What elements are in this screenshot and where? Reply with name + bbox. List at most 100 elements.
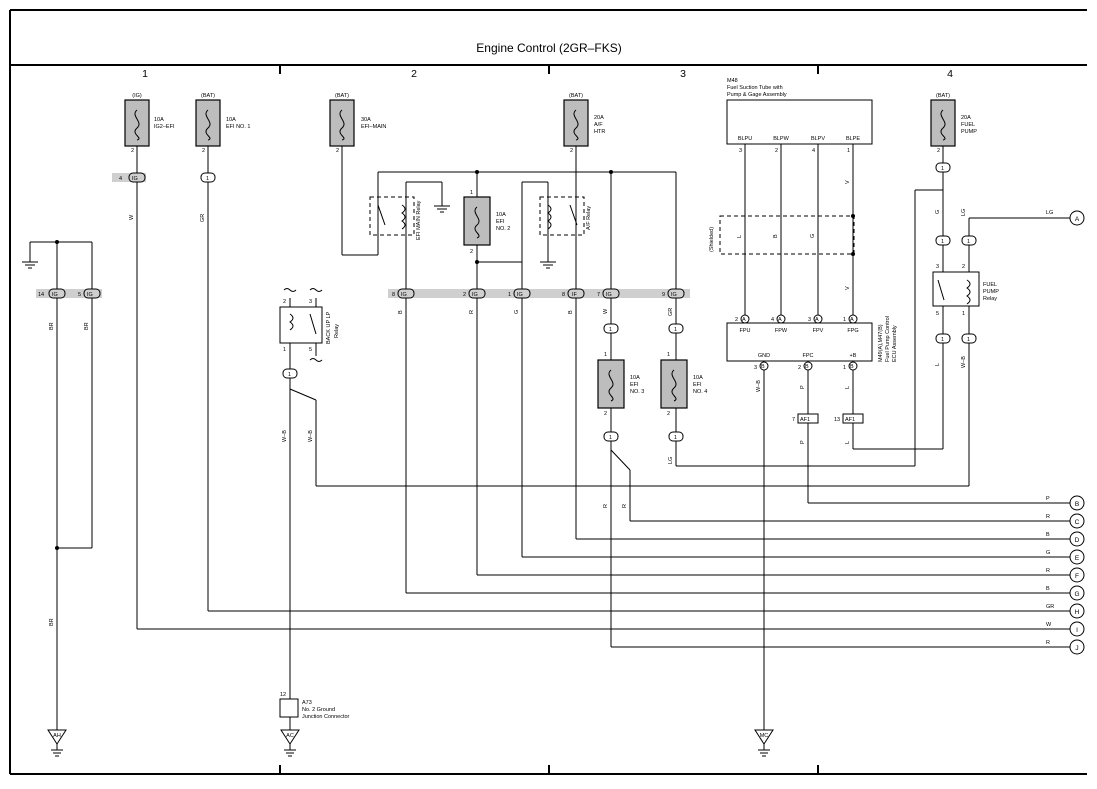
svg-text:A: A xyxy=(850,317,854,323)
wire-color-labels: W GR BR BR BR B R G B W GR R R LG W–B W–… xyxy=(49,180,967,626)
svg-text:GND: GND xyxy=(758,353,770,359)
svg-text:P: P xyxy=(1046,496,1050,502)
svg-text:Fuel Pump Control: Fuel Pump Control xyxy=(885,316,891,362)
svg-text:1: 1 xyxy=(667,352,670,358)
ground-symbol-efi-relay xyxy=(434,205,450,213)
svg-text:AF1: AF1 xyxy=(800,417,810,423)
fuse-fuel-pump: (BAT) 20A FUEL PUMP 2 xyxy=(930,93,977,163)
svg-text:V: V xyxy=(845,180,851,184)
svg-text:1: 1 xyxy=(967,337,970,343)
svg-text:G: G xyxy=(935,210,941,214)
svg-text:IG: IG xyxy=(606,292,612,298)
svg-text:BACK UP LP: BACK UP LP xyxy=(326,311,332,344)
svg-text:W–B: W–B xyxy=(756,380,762,392)
svg-text:FUEL: FUEL xyxy=(961,122,975,128)
svg-text:R: R xyxy=(1046,568,1050,574)
svg-text:MC: MC xyxy=(760,733,769,739)
svg-text:BLPU: BLPU xyxy=(738,136,752,142)
svg-text:EFI: EFI xyxy=(630,382,639,388)
svg-text:14: 14 xyxy=(38,292,44,298)
svg-text:F: F xyxy=(1075,573,1079,580)
svg-text:A: A xyxy=(742,317,746,323)
svg-text:IG2–EFI: IG2–EFI xyxy=(154,124,175,130)
svg-text:L: L xyxy=(845,441,851,444)
svg-text:IG: IG xyxy=(132,176,138,182)
ground-ah: AH xyxy=(47,729,67,757)
svg-text:(BAT): (BAT) xyxy=(201,93,215,99)
svg-text:2: 2 xyxy=(202,148,205,154)
svg-text:ECU Assembly: ECU Assembly xyxy=(892,325,898,362)
svg-text:1: 1 xyxy=(674,435,677,441)
svg-text:R: R xyxy=(469,310,475,314)
svg-text:1: 1 xyxy=(847,148,850,154)
connector-bar-ig-left xyxy=(36,289,102,298)
svg-text:NO. 4: NO. 4 xyxy=(693,389,707,395)
svg-text:W–B: W–B xyxy=(308,430,314,442)
fuse-efi-no-1: (BAT) 10A EFI NO. 1 2 xyxy=(195,93,250,173)
svg-text:1: 1 xyxy=(941,239,944,245)
svg-text:G: G xyxy=(810,234,816,238)
svg-text:2: 2 xyxy=(667,411,670,417)
svg-text:1: 1 xyxy=(288,372,291,378)
svg-text:W: W xyxy=(1046,622,1052,628)
svg-text:IG: IG xyxy=(401,292,407,298)
svg-text:(BAT): (BAT) xyxy=(569,93,583,99)
svg-text:IG: IG xyxy=(87,292,93,298)
svg-text:Junction Connector: Junction Connector xyxy=(302,714,350,720)
inline-connectors: 1 1 1 1 1 xyxy=(282,323,684,442)
svg-text:FPV: FPV xyxy=(813,328,824,334)
m48-fuel-suction-tube: M48 Fuel Suction Tube with Pump & Gage A… xyxy=(726,78,873,154)
svg-text:L: L xyxy=(737,235,743,238)
af-relay: A/F Relay xyxy=(539,196,592,236)
svg-text:2: 2 xyxy=(937,148,940,154)
svg-text:EFI: EFI xyxy=(693,382,702,388)
svg-text:Fuel Suction Tube with: Fuel Suction Tube with xyxy=(727,85,783,91)
svg-text:7: 7 xyxy=(792,417,795,423)
ground-symbol-af-relay xyxy=(540,261,556,269)
svg-text:LG: LG xyxy=(1046,210,1053,216)
svg-text:2: 2 xyxy=(604,411,607,417)
svg-text:PUMP: PUMP xyxy=(983,289,999,295)
svg-text:2: 2 xyxy=(798,365,801,371)
svg-text:(BAT): (BAT) xyxy=(335,93,349,99)
svg-text:3: 3 xyxy=(936,264,939,270)
junction-dot xyxy=(475,170,479,174)
svg-text:G: G xyxy=(514,310,520,314)
svg-text:2: 2 xyxy=(283,299,286,305)
svg-text:EFI NO. 1: EFI NO. 1 xyxy=(226,124,250,130)
junction-dot xyxy=(851,252,855,256)
wires-m48-ecu xyxy=(744,144,854,315)
fuse-efi-no-4: 10A EFI NO. 4 1 2 xyxy=(660,352,707,417)
ground-mc: MC xyxy=(754,729,774,757)
svg-text:FUEL: FUEL xyxy=(983,282,997,288)
svg-text:EFI: EFI xyxy=(496,219,505,225)
fuse-af-htr: (BAT) 20A A/F HTR 2 xyxy=(563,93,605,154)
svg-text:1: 1 xyxy=(508,292,511,298)
svg-text:10A: 10A xyxy=(154,117,164,123)
svg-text:A: A xyxy=(815,317,819,323)
svg-text:2: 2 xyxy=(735,317,738,323)
svg-text:IG: IG xyxy=(52,292,58,298)
svg-text:1: 1 xyxy=(609,327,612,333)
svg-text:A73: A73 xyxy=(302,700,312,706)
svg-text:B: B xyxy=(773,234,779,238)
svg-text:L: L xyxy=(935,363,941,366)
fuse-ig2-efi: (IG) 10A IG2–EFI 2 xyxy=(124,93,175,173)
svg-text:5: 5 xyxy=(936,311,939,317)
svg-text:1: 1 xyxy=(962,311,965,317)
svg-text:FPC: FPC xyxy=(803,353,814,359)
efi-main-relay: EFI MAIN Relay xyxy=(369,196,422,240)
svg-text:GR: GR xyxy=(668,308,674,316)
column-label-1: 1 xyxy=(142,68,148,80)
column-label-2: 2 xyxy=(411,68,417,80)
svg-text:R: R xyxy=(1046,640,1050,646)
svg-text:FPG: FPG xyxy=(847,328,858,334)
svg-text:M49(A),M47(B): M49(A),M47(B) xyxy=(878,324,884,362)
shielded-label: (Shielded) xyxy=(709,227,715,252)
svg-text:10A: 10A xyxy=(496,212,506,218)
svg-text:3: 3 xyxy=(739,148,742,154)
svg-text:Pump & Gage Assembly: Pump & Gage Assembly xyxy=(727,92,787,98)
